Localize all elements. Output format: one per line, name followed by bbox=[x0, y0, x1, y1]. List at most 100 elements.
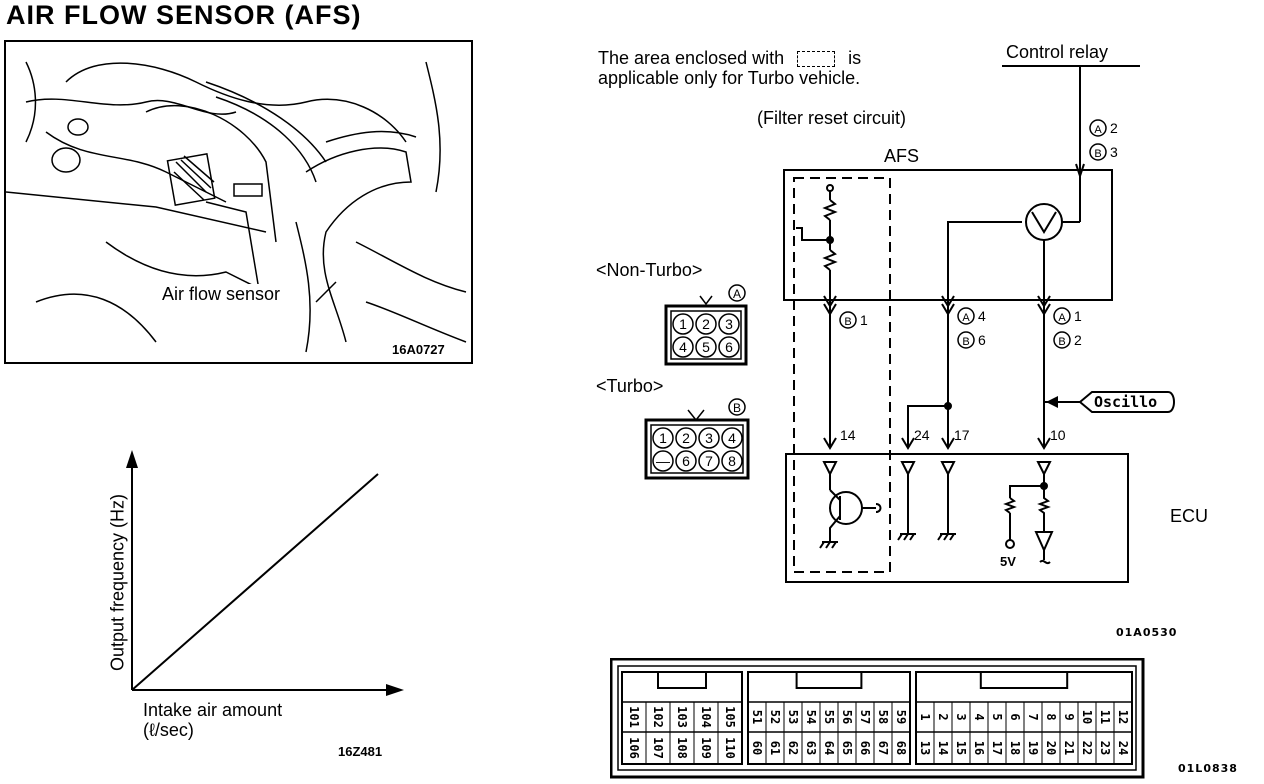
ecu-block-1-pin: 110 bbox=[723, 737, 737, 759]
non-turbo-pin-circle bbox=[718, 336, 740, 358]
afs-pin-b-label: 1 bbox=[860, 312, 868, 328]
svg-text:B: B bbox=[1058, 336, 1065, 348]
non-turbo-pin-circle bbox=[695, 336, 717, 358]
dashed-box-symbol bbox=[797, 51, 836, 68]
graph-xlabel-line1: Intake air amount bbox=[143, 700, 283, 720]
page-title: AIR FLOW SENSOR (AFS) bbox=[6, 0, 362, 30]
ecu-block-3-pin: 6 bbox=[1008, 713, 1022, 720]
non-turbo-pin-label: 2 bbox=[702, 316, 710, 332]
oscillo-label: Oscillo bbox=[1094, 393, 1158, 411]
turbo-pin-label: 1 bbox=[659, 430, 667, 446]
ecu-block-1-pin: 107 bbox=[651, 737, 665, 759]
turbo-pin-circle bbox=[698, 427, 720, 449]
schematic-code: 01A0530 bbox=[1116, 626, 1178, 639]
ecu-block-3-pin: 7 bbox=[1026, 713, 1040, 720]
turbo-pin-label: 6 bbox=[682, 453, 690, 469]
ecu-block-3-pin: 16 bbox=[972, 741, 986, 755]
ecu-block-3-pin: 14 bbox=[936, 741, 950, 755]
non-turbo-label: <Non-Turbo> bbox=[596, 260, 703, 280]
photo-code: 16A0727 bbox=[392, 342, 445, 357]
turbo-pin-label: 7 bbox=[705, 453, 713, 469]
relay-pin-b-label: 3 bbox=[1110, 144, 1118, 160]
turbo-pin-circle bbox=[721, 450, 743, 472]
ecu-block-3-key bbox=[979, 672, 1069, 689]
non-turbo-pin-label: 3 bbox=[725, 316, 733, 332]
svg-text:B: B bbox=[1094, 148, 1101, 160]
ecu-block-3-pin: 3 bbox=[954, 713, 968, 720]
turbo-pin-label: 3 bbox=[705, 430, 713, 446]
ecu-label: ECU bbox=[1170, 506, 1209, 526]
ecu-block-2-pin: 52 bbox=[768, 710, 782, 724]
non-turbo-pin-circle bbox=[695, 313, 717, 335]
ecu-block-3-pin: 22 bbox=[1080, 741, 1094, 755]
x-axis-arrow bbox=[386, 684, 404, 696]
ecu-block-2-pin: 68 bbox=[894, 741, 908, 755]
note-line1-pre: The area enclosed with bbox=[598, 48, 785, 68]
ecu-block-2-pin: 53 bbox=[786, 710, 800, 724]
afs-pin-b-label: 6 bbox=[978, 332, 986, 348]
graph-xlabel-line2: (ℓ/sec) bbox=[143, 720, 194, 740]
ecu-block-3-pin: 12 bbox=[1116, 710, 1130, 724]
ecu-block-3-pin: 11 bbox=[1098, 710, 1112, 724]
ecu-block-2-key bbox=[795, 672, 863, 689]
non-turbo-pin-circle bbox=[672, 313, 694, 335]
svg-text:B: B bbox=[962, 336, 969, 348]
svg-text:A: A bbox=[962, 312, 970, 324]
ecu-block-3-pin: 19 bbox=[1026, 741, 1040, 755]
ecu-block-3-pin: 18 bbox=[1008, 741, 1022, 755]
turbo-pin-label: 2 bbox=[682, 430, 690, 446]
ecu-terminal-label: 17 bbox=[954, 427, 970, 443]
non-turbo-pin-circle bbox=[718, 313, 740, 335]
note-line1-post: is bbox=[848, 48, 862, 68]
filter-reset-box bbox=[793, 177, 891, 573]
ecu-terminal-label: 24 bbox=[914, 427, 930, 443]
ecu-block-2-pin: 59 bbox=[894, 710, 908, 724]
ecu-block-2-pin: 60 bbox=[750, 741, 764, 755]
ecu-block-2-pin: 67 bbox=[876, 741, 890, 755]
graph-code: 16Z481 bbox=[338, 744, 383, 759]
relay-pin-a-label: 2 bbox=[1110, 120, 1118, 136]
ecu-block-2-pin: 66 bbox=[858, 741, 872, 755]
ecu-block-3-pin: 9 bbox=[1062, 713, 1076, 720]
ecu-block-3-pin: 10 bbox=[1080, 710, 1094, 724]
ecu-block-1-key bbox=[657, 672, 707, 689]
turbo-pin-label: — bbox=[656, 453, 670, 469]
turbo-pin-label: 8 bbox=[728, 453, 736, 469]
ecu-block-2-pin: 65 bbox=[840, 741, 854, 755]
engine-illustration bbox=[5, 61, 467, 353]
air-flow-sensor-callout: Air flow sensor bbox=[160, 284, 283, 305]
afs-label: AFS bbox=[884, 146, 920, 166]
ecu-box bbox=[785, 453, 1129, 583]
filter-reset-label: (Filter reset circuit) bbox=[757, 108, 907, 128]
ecu-block-1-pin: 103 bbox=[675, 706, 689, 728]
ecu-block-3-pin: 21 bbox=[1062, 741, 1076, 755]
ecu-block-2-pin: 54 bbox=[804, 710, 818, 724]
afs-pin-a-label: 1 bbox=[1074, 308, 1082, 324]
ecu-block-3-pin: 2 bbox=[936, 713, 950, 720]
turbo-pin-circle bbox=[652, 450, 674, 472]
ecu-block-3-pin: 4 bbox=[972, 713, 986, 720]
note-line2: applicable only for Turbo vehicle. bbox=[598, 68, 861, 88]
turbo-connector-letter: B bbox=[733, 401, 741, 415]
turbo-pin-circle bbox=[675, 450, 697, 472]
ecu-block-1-pin: 104 bbox=[699, 706, 713, 728]
ecu-block-2-pin: 58 bbox=[876, 710, 890, 724]
ecu-block-3-pin: 8 bbox=[1044, 713, 1058, 720]
ecu-block-2-pin: 63 bbox=[804, 741, 818, 755]
svg-text:B: B bbox=[844, 316, 851, 328]
non-turbo-pin-label: 1 bbox=[679, 316, 687, 332]
ecu-block-3-pin: 15 bbox=[954, 741, 968, 755]
turbo-pin-circle bbox=[698, 450, 720, 472]
turbo-pin-circle bbox=[675, 427, 697, 449]
ecu-block-3-pin: 20 bbox=[1044, 741, 1058, 755]
ecu-block-1-pin: 109 bbox=[699, 737, 713, 759]
engine-illustration-panel: Air flow sensor 16A0727 bbox=[4, 40, 473, 364]
ecu-block-1-pin: 106 bbox=[627, 737, 641, 759]
turbo-pin-circle bbox=[652, 427, 674, 449]
ecu-block-2-pin: 64 bbox=[822, 741, 836, 755]
svg-text:A: A bbox=[1058, 312, 1066, 324]
